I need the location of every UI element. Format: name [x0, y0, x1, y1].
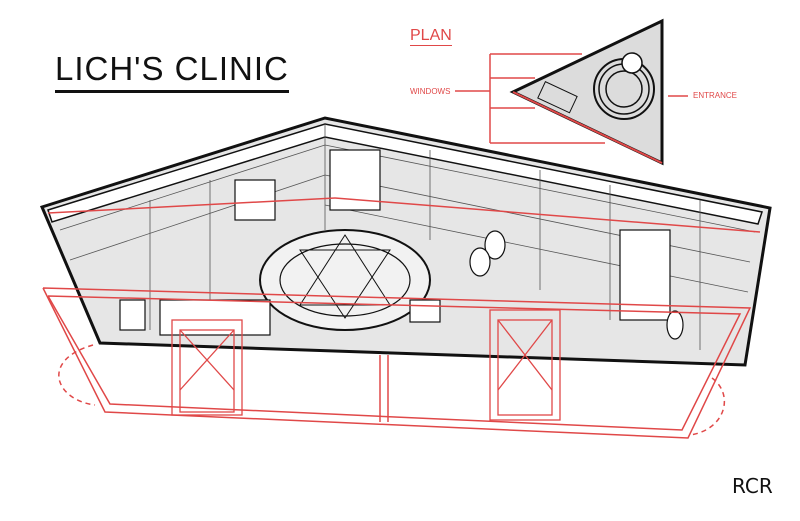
windows-label: WINDOWS — [410, 87, 451, 96]
projection-lines — [42, 197, 761, 439]
floor-plan — [509, 18, 664, 166]
entrance-label: ENTRANCE — [693, 91, 738, 100]
wall-planks — [59, 124, 756, 350]
plan-leader-lines — [455, 53, 688, 144]
window-frame-right — [489, 309, 561, 421]
page-title: LICH'S CLINIC — [55, 50, 289, 93]
window-frame-left — [171, 319, 243, 416]
plan-heading: PLAN — [410, 27, 452, 46]
artist-signature: RCR — [732, 474, 773, 498]
floor-rug — [259, 229, 431, 331]
